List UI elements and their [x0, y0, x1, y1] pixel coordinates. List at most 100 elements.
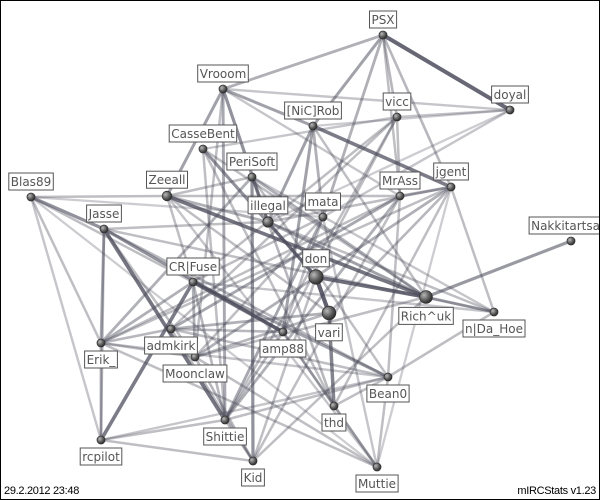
node-label: Rich^uk — [398, 306, 454, 325]
edge-CasseBent-Rich^uk — [201, 147, 428, 299]
edge-CR|Fuse-amp88 — [191, 280, 285, 334]
node-[NiC]Rob[interactable] — [308, 121, 318, 131]
edge-rcpilot-Kid — [99, 438, 255, 463]
node-label-text: mata — [307, 195, 338, 209]
node-label-box — [315, 323, 343, 342]
node-label: Vrooom — [197, 64, 249, 83]
edge-mata-Moonclaw — [193, 215, 325, 359]
edge-thd-Bean0 — [332, 375, 390, 408]
edge-rcpilot-CR|Fuse — [99, 280, 195, 442]
node-Bean0[interactable] — [383, 372, 393, 382]
node-CasseBent[interactable] — [198, 144, 208, 154]
node-label-text: Shittie — [206, 430, 245, 444]
edge-Jasse-Erik_ — [99, 227, 106, 345]
node-label-text: Bean0 — [369, 387, 407, 401]
edge-vari-Zeeall — [165, 194, 331, 315]
node-label: CasseBent — [168, 124, 238, 143]
edge-admkirk-Erik_ — [99, 327, 173, 345]
node-thd[interactable] — [329, 401, 339, 411]
node-label: admkirk — [144, 336, 198, 355]
edge-PSX-MrAss — [381, 33, 402, 198]
node-n|Da_Hoe[interactable] — [489, 307, 499, 317]
node-MrAss[interactable] — [395, 191, 405, 201]
node-doyal[interactable] — [505, 105, 515, 115]
edge-admkirk-vari — [169, 311, 331, 331]
node-label: amp88 — [259, 339, 307, 358]
node-PSX[interactable] — [378, 30, 388, 40]
node-label-box — [491, 85, 529, 104]
node-Erik_[interactable] — [96, 338, 106, 348]
node-Kid[interactable] — [248, 456, 258, 466]
node-Zeeall[interactable] — [161, 190, 173, 202]
edge-illegal-don — [266, 220, 318, 279]
node-Vrooom[interactable] — [218, 84, 228, 94]
node-label-box — [166, 257, 220, 276]
edge-Blas89-Erik_ — [29, 195, 103, 345]
node-label: [NiC]Rob — [284, 101, 342, 120]
node-jgent[interactable] — [446, 182, 456, 192]
edge-[NiC]Rob-Rich^uk — [311, 124, 428, 299]
node-label: rcpilot — [79, 447, 123, 466]
edge-PeriSoft-Kid — [250, 175, 255, 463]
node-Nakkitartsani[interactable] — [566, 236, 576, 246]
edge-PSX-doyal — [381, 33, 512, 112]
node-label-box — [366, 384, 410, 403]
node-don[interactable] — [308, 269, 324, 285]
node-label-text: doyal — [494, 88, 527, 102]
node-illegal[interactable] — [262, 216, 274, 228]
node-label-text: Erik_ — [87, 353, 117, 367]
edge-[NiC]Rob-jgent — [311, 124, 453, 189]
edge-Moonclaw-vari — [193, 311, 331, 359]
node-label-box — [168, 124, 238, 143]
node-label-box — [79, 447, 123, 466]
node-label: Erik_ — [84, 350, 118, 369]
edge-jgent-Muttie — [375, 185, 453, 469]
node-label-box — [302, 249, 330, 268]
edge-PSX-jgent — [381, 33, 453, 189]
node-label-box — [146, 170, 188, 189]
node-label-text: Muttie — [358, 477, 396, 491]
node-label: PeriSoft — [226, 152, 278, 171]
node-label-text: PeriSoft — [229, 155, 275, 169]
node-CR|Fuse[interactable] — [188, 277, 198, 287]
node-Rich^uk[interactable] — [419, 290, 433, 304]
node-PeriSoft[interactable] — [247, 172, 257, 182]
edge-Shittie-rcpilot — [99, 418, 227, 442]
node-admkirk[interactable] — [166, 324, 176, 334]
node-Muttie[interactable] — [372, 462, 382, 472]
node-label-box — [462, 319, 526, 338]
node-Jasse[interactable] — [99, 224, 109, 234]
edge-CR|Fuse-Shittie — [191, 280, 227, 422]
edge-n|Da_Hoe-illegal — [266, 220, 496, 314]
node-label-text: thd — [324, 416, 344, 430]
node-label-box — [304, 192, 341, 211]
node-label-box — [433, 162, 469, 181]
node-label-text: PSX — [371, 13, 394, 27]
node-mata[interactable] — [318, 212, 328, 222]
node-label: thd — [321, 413, 347, 432]
edge-Jasse-rcpilot — [99, 227, 106, 442]
node-label: Kid — [241, 468, 265, 487]
node-label: illegal — [247, 196, 289, 215]
node-amp88[interactable] — [278, 327, 288, 337]
node-label-text: Jasse — [88, 207, 120, 221]
node-vicc[interactable] — [392, 112, 402, 122]
node-label-box — [259, 339, 307, 358]
node-label-text: Rich^uk — [401, 309, 452, 323]
edge-don-Kid — [251, 275, 318, 463]
edge-MrAss-admkirk — [169, 194, 402, 331]
node-Shittie[interactable] — [220, 415, 230, 425]
edge-Rich^uk-n|Da_Hoe — [424, 295, 496, 314]
node-label-text: Zeeall — [148, 173, 185, 187]
edge-jgent-n|Da_Hoe — [449, 185, 496, 314]
node-rcpilot[interactable] — [96, 435, 106, 445]
edge-jgent-Moonclaw — [193, 185, 453, 359]
node-label: mata — [304, 192, 341, 211]
node-vari[interactable] — [321, 305, 337, 321]
edge-vicc-doyal — [395, 108, 512, 119]
node-label: Jasse — [86, 204, 122, 223]
node-label-text: Kid — [244, 471, 263, 485]
node-Blas89[interactable] — [26, 192, 36, 202]
edge-Blas89-Jasse — [29, 195, 106, 231]
edge-[NiC]Rob-amp88 — [281, 124, 315, 334]
